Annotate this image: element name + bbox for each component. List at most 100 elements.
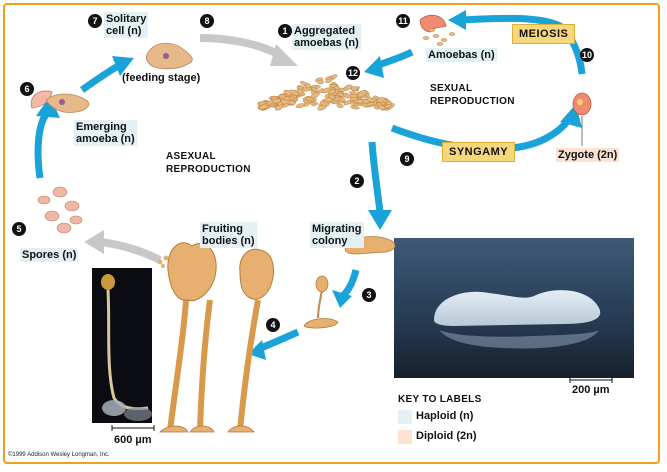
scale-label-left: 600 µm xyxy=(114,434,152,446)
step-marker-2: 2 xyxy=(350,174,364,188)
solitary-cell-shape xyxy=(146,42,193,70)
scale-label-right: 200 µm xyxy=(572,384,610,396)
aggregated-amoeba xyxy=(317,79,324,85)
step-marker-6: 6 xyxy=(20,82,34,96)
small-amoeba xyxy=(448,32,456,36)
aggregated-amoeba xyxy=(384,104,392,109)
culminant-head xyxy=(315,275,329,293)
arrow-spores-to-emerging xyxy=(34,109,51,179)
arrowhead-amoebas xyxy=(448,10,466,30)
arrow-emerging-to-solitary xyxy=(79,62,120,93)
spore xyxy=(64,200,80,212)
aggregated-amoeba xyxy=(325,78,333,83)
step-marker-3: 3 xyxy=(362,288,376,302)
aggregated-amoeba xyxy=(327,94,336,100)
small-amoeba xyxy=(428,28,436,32)
spore xyxy=(56,222,72,234)
fruiting-head xyxy=(167,242,217,302)
aggregated-amoeba xyxy=(289,89,300,96)
step-marker-5: 5 xyxy=(12,222,26,236)
aggregated-amoeba xyxy=(319,101,330,107)
aggregated-amoeba xyxy=(329,84,337,88)
step-marker-4: 4 xyxy=(266,318,280,332)
arrow-aggregate-to-colony xyxy=(368,141,384,213)
aggregated-amoeba xyxy=(295,103,305,109)
released-spore xyxy=(163,255,169,261)
fruiting-base xyxy=(227,425,255,433)
aggregated-amoeba xyxy=(376,97,386,103)
giant-amoeba-cell xyxy=(419,14,447,33)
aggregated-amoeba xyxy=(350,86,358,91)
aggregated-amoeba xyxy=(350,96,358,102)
arrowhead-stalk xyxy=(332,290,352,308)
step-marker-10: 10 xyxy=(580,48,594,62)
emerging-amoeba-nucleus xyxy=(59,99,65,105)
aggregated-amoeba xyxy=(327,89,336,95)
aggregated-amoeba xyxy=(377,104,386,110)
released-spore xyxy=(161,264,165,268)
key-diploid-swatch xyxy=(398,430,412,444)
asexual-reproduction-heading: ASEXUAL REPRODUCTION xyxy=(166,151,251,175)
migrating-slug-photo-svg xyxy=(394,238,634,378)
fruiting-head xyxy=(239,248,274,300)
aggregated-amoeba xyxy=(282,103,289,108)
fruiting-stalk xyxy=(197,299,213,431)
small-amoeba xyxy=(432,34,440,38)
small-amoeba xyxy=(440,38,448,42)
solitary-cell-label: Solitary cell (n) xyxy=(104,12,149,38)
key-haploid-swatch xyxy=(398,410,412,424)
gray-arrowhead-spores xyxy=(84,230,104,254)
arrowhead-aggregate xyxy=(364,56,384,78)
key-title: KEY TO LABELS xyxy=(398,394,482,405)
aggregated-amoeba xyxy=(296,85,304,90)
small-amoeba xyxy=(422,36,430,40)
arrowhead-emerging xyxy=(36,96,60,118)
aggregated-amoeba xyxy=(258,100,267,106)
solitary-cell-nucleus xyxy=(163,53,169,59)
aggregated-amoeba xyxy=(350,105,360,110)
spore xyxy=(44,210,60,222)
spore xyxy=(69,215,83,225)
emerging-amoeba-label: Emerging amoeba (n) xyxy=(74,120,137,146)
arrowhead-fruiting xyxy=(248,340,266,360)
gray-arrow-solitary-to-aggregate xyxy=(199,34,284,60)
aggregated-amoeba xyxy=(300,81,308,86)
migrating-colony-label: Migrating colony xyxy=(310,222,364,248)
zygote-label: Zygote (2n) xyxy=(556,148,620,162)
spore xyxy=(37,195,51,205)
small-amoeba xyxy=(436,42,444,46)
step-marker-12: 12 xyxy=(346,66,360,80)
zygote-nucleus xyxy=(577,99,583,105)
aggregated-amoebas xyxy=(257,74,395,111)
meiosis-banner: MEIOSIS xyxy=(512,24,576,44)
amoebas-small xyxy=(422,28,456,46)
gray-arrow-fruiting-to-spores xyxy=(99,238,162,264)
aggregated-amoeba xyxy=(305,96,314,102)
gray-arrowhead-aggregate xyxy=(270,44,298,66)
fruiting-body-photo-svg xyxy=(92,268,152,423)
step-marker-11: 11 xyxy=(396,14,410,28)
spores-label: Spores (n) xyxy=(20,248,79,262)
aggregated-amoeba xyxy=(365,102,375,107)
aggregated-amoeba xyxy=(343,84,353,91)
amoebas-label: Amoebas (n) xyxy=(426,48,497,62)
copyright-text: ©1999 Addison Wesley Longman, Inc. xyxy=(8,452,110,458)
aggregated-amoeba xyxy=(343,92,352,99)
fruiting-base xyxy=(159,425,189,433)
feeding-stage-label: (feeding stage) xyxy=(122,72,201,84)
aggregated-amoeba xyxy=(336,103,344,108)
sexual-reproduction-heading: SEXUAL REPRODUCTION xyxy=(430,83,515,107)
key-diploid-text: Diploid (2n) xyxy=(416,430,477,442)
fruiting-bodies-label: Fruiting bodies (n) xyxy=(200,222,257,248)
fruiting-base xyxy=(189,425,215,433)
syngamy-banner: SYNGAMY xyxy=(442,142,516,162)
culminant-stalk xyxy=(317,289,323,319)
step-marker-1: 1 xyxy=(278,24,292,38)
spore xyxy=(52,186,68,198)
arrowhead-colony xyxy=(368,210,392,230)
fruiting-stalk xyxy=(237,299,261,431)
culminant-base xyxy=(303,318,339,329)
released-spore xyxy=(157,259,163,265)
